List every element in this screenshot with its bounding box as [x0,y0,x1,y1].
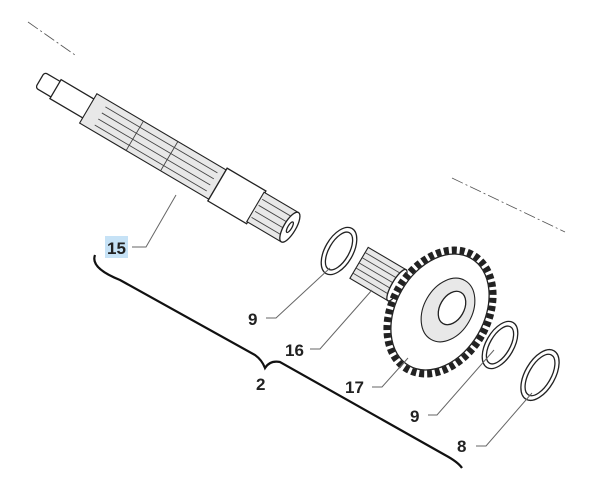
leader-line-8 [476,392,533,447]
callout-2[interactable]: 2 [256,375,265,394]
assembly-bracket [93,254,463,469]
axis-line-right [451,177,566,233]
callout-8[interactable]: 8 [457,437,466,456]
callout-9b[interactable]: 9 [410,407,419,426]
leader-line-16 [310,289,373,350]
callout-15[interactable]: 15 [107,239,126,258]
leader-line-9a [266,267,331,319]
callout-16[interactable]: 16 [285,341,304,360]
callout-highlight [105,236,128,258]
circlip-part-9b[interactable] [475,315,525,374]
leader-line-9b [428,349,495,416]
axis-line-top [27,21,76,56]
circlip-part-9a[interactable] [314,221,364,280]
shaft-part-15[interactable] [30,64,304,247]
callout-9a[interactable]: 9 [248,310,257,329]
callout-17[interactable]: 17 [345,378,364,397]
leader-line-17 [372,357,409,388]
ring-part-8[interactable] [513,343,567,406]
leader-line-15 [132,194,177,248]
gear-part-17[interactable] [365,231,514,393]
